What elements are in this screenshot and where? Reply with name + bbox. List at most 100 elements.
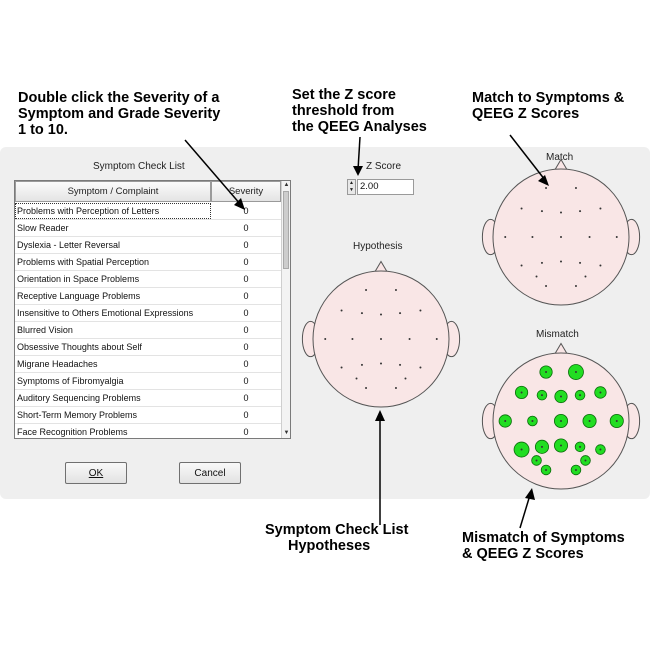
electrode-dot [380,362,382,365]
electrode-dot [579,445,582,448]
table-row[interactable]: Orientation in Space Problems 0 [15,271,281,288]
table-row[interactable]: Slow Reader 0 [15,220,281,237]
symptom-cell: Short-Term Memory Problems [17,410,138,420]
electrode-dot [540,210,543,213]
electrode-dot [574,284,577,287]
severity-cell[interactable]: 0 [243,291,249,301]
symptom-cell: Face Recognition Problems [17,427,128,437]
table-row[interactable]: Dyslexia - Letter Reversal 0 [15,237,281,254]
severity-cell[interactable]: 0 [243,410,249,420]
severity-cell[interactable]: 0 [243,257,249,267]
electrode-dot [360,312,363,315]
electrode-dot [545,371,548,374]
electrode-dot [560,236,562,238]
electrode-dot [545,468,548,471]
electrode-dot [615,420,618,422]
electrode-dot [380,313,382,316]
electrode-dot [355,377,358,380]
electrode-dot [520,448,523,451]
table-row[interactable]: Face Recognition Problems 0 [15,424,281,438]
electrode-dot [574,371,577,374]
symptom-cell: Blurred Vision [17,325,73,335]
table-row[interactable]: Insensitive to Others Emotional Expressi… [15,305,281,322]
electrode-dot [560,211,562,214]
table-row[interactable]: Short-Term Memory Problems 0 [15,407,281,424]
symptom-cell: Obsessive Thoughts about Self [17,342,142,352]
scroll-thumb[interactable] [283,191,289,269]
annotation-line: threshold from [292,103,395,119]
table-row[interactable]: Blurred Vision 0 [15,322,281,339]
symptom-cell: Insensitive to Others Emotional Expressi… [17,308,194,318]
electrode-dot [504,236,507,238]
scroll-down-icon[interactable]: ▼ [283,430,290,436]
electrode-dot [579,261,582,264]
table-row[interactable]: Migrane Headaches 0 [15,356,281,373]
severity-cell[interactable]: 0 [243,274,249,284]
table-scrollbar[interactable]: ▲ ▼ [281,181,290,438]
electrode-dot [545,284,548,287]
electrode-dot [560,444,562,447]
symptom-table[interactable]: Symptom / Complaint Severity Problems wi… [14,180,291,439]
electrode-dot [399,312,402,315]
electrode-dot [520,391,523,394]
severity-cell[interactable]: 0 [243,393,249,403]
hypothesis-head-map [301,260,461,408]
symptom-cell: Problems with Spatial Perception [17,257,150,267]
symptom-cell: Receptive Language Problems [17,291,141,301]
cancel-button-label: Cancel [194,467,226,479]
symptom-cell: Migrane Headaches [17,359,98,369]
annotation-hypotheses: Symptom Check List Hypotheses [265,522,408,554]
electrode-dot [615,236,618,238]
electrode-dot [351,338,354,340]
symptom-cell: Orientation in Space Problems [17,274,140,284]
annotation-line: Hypotheses [288,538,371,554]
electrode-dot [435,338,438,340]
severity-cell[interactable]: 0 [243,308,249,318]
annotation-severity: Double click the Severity of a Symptom a… [18,90,220,138]
symptom-cell: Slow Reader [17,223,69,233]
electrode-dot [588,420,591,422]
table-row[interactable]: Obsessive Thoughts about Self 0 [15,339,281,356]
severity-cell[interactable]: 0 [243,325,249,335]
electrode-dot [365,289,368,292]
electrode-dot [394,386,397,389]
zscore-spinner[interactable]: ▲ ▼ [347,179,356,195]
severity-cell[interactable]: 0 [243,206,249,216]
hypothesis-label: Hypothesis [353,241,403,252]
symptom-cell: Dyslexia - Letter Reversal [17,240,121,250]
scroll-up-icon[interactable]: ▲ [283,182,290,188]
severity-cell[interactable]: 0 [243,359,249,369]
electrode-dot [531,236,534,238]
ok-button[interactable]: OK [65,462,127,484]
annotation-line: Mismatch of Symptoms [462,530,625,546]
zscore-label: Z Score [366,161,402,172]
electrode-dot [599,391,602,394]
table-row[interactable]: Problems with Spatial Perception 0 [15,254,281,271]
severity-cell[interactable]: 0 [243,427,249,437]
electrode-dot [504,420,507,422]
zscore-input[interactable]: 2.00 [357,179,414,195]
annotation-zscore: Set the Z score threshold from the QEEG … [292,87,427,135]
electrode-dot [588,236,591,238]
severity-cell[interactable]: 0 [243,240,249,250]
electrode-dot [540,445,543,448]
annotation-line: Set the Z score [292,87,396,103]
electrode-dot [360,363,363,366]
match-head-map [481,158,641,306]
spin-up-icon[interactable]: ▲ [349,180,354,186]
table-row[interactable]: Receptive Language Problems 0 [15,288,281,305]
electrode-dot [560,260,562,263]
spin-down-icon[interactable]: ▼ [349,187,354,193]
severity-cell[interactable]: 0 [243,223,249,233]
severity-cell[interactable]: 0 [243,342,249,352]
severity-cell[interactable]: 0 [243,376,249,386]
ok-button-label: OK [88,467,104,479]
electrode-dot [560,420,562,422]
mismatch-label: Mismatch [536,329,579,340]
cancel-button[interactable]: Cancel [179,462,241,484]
